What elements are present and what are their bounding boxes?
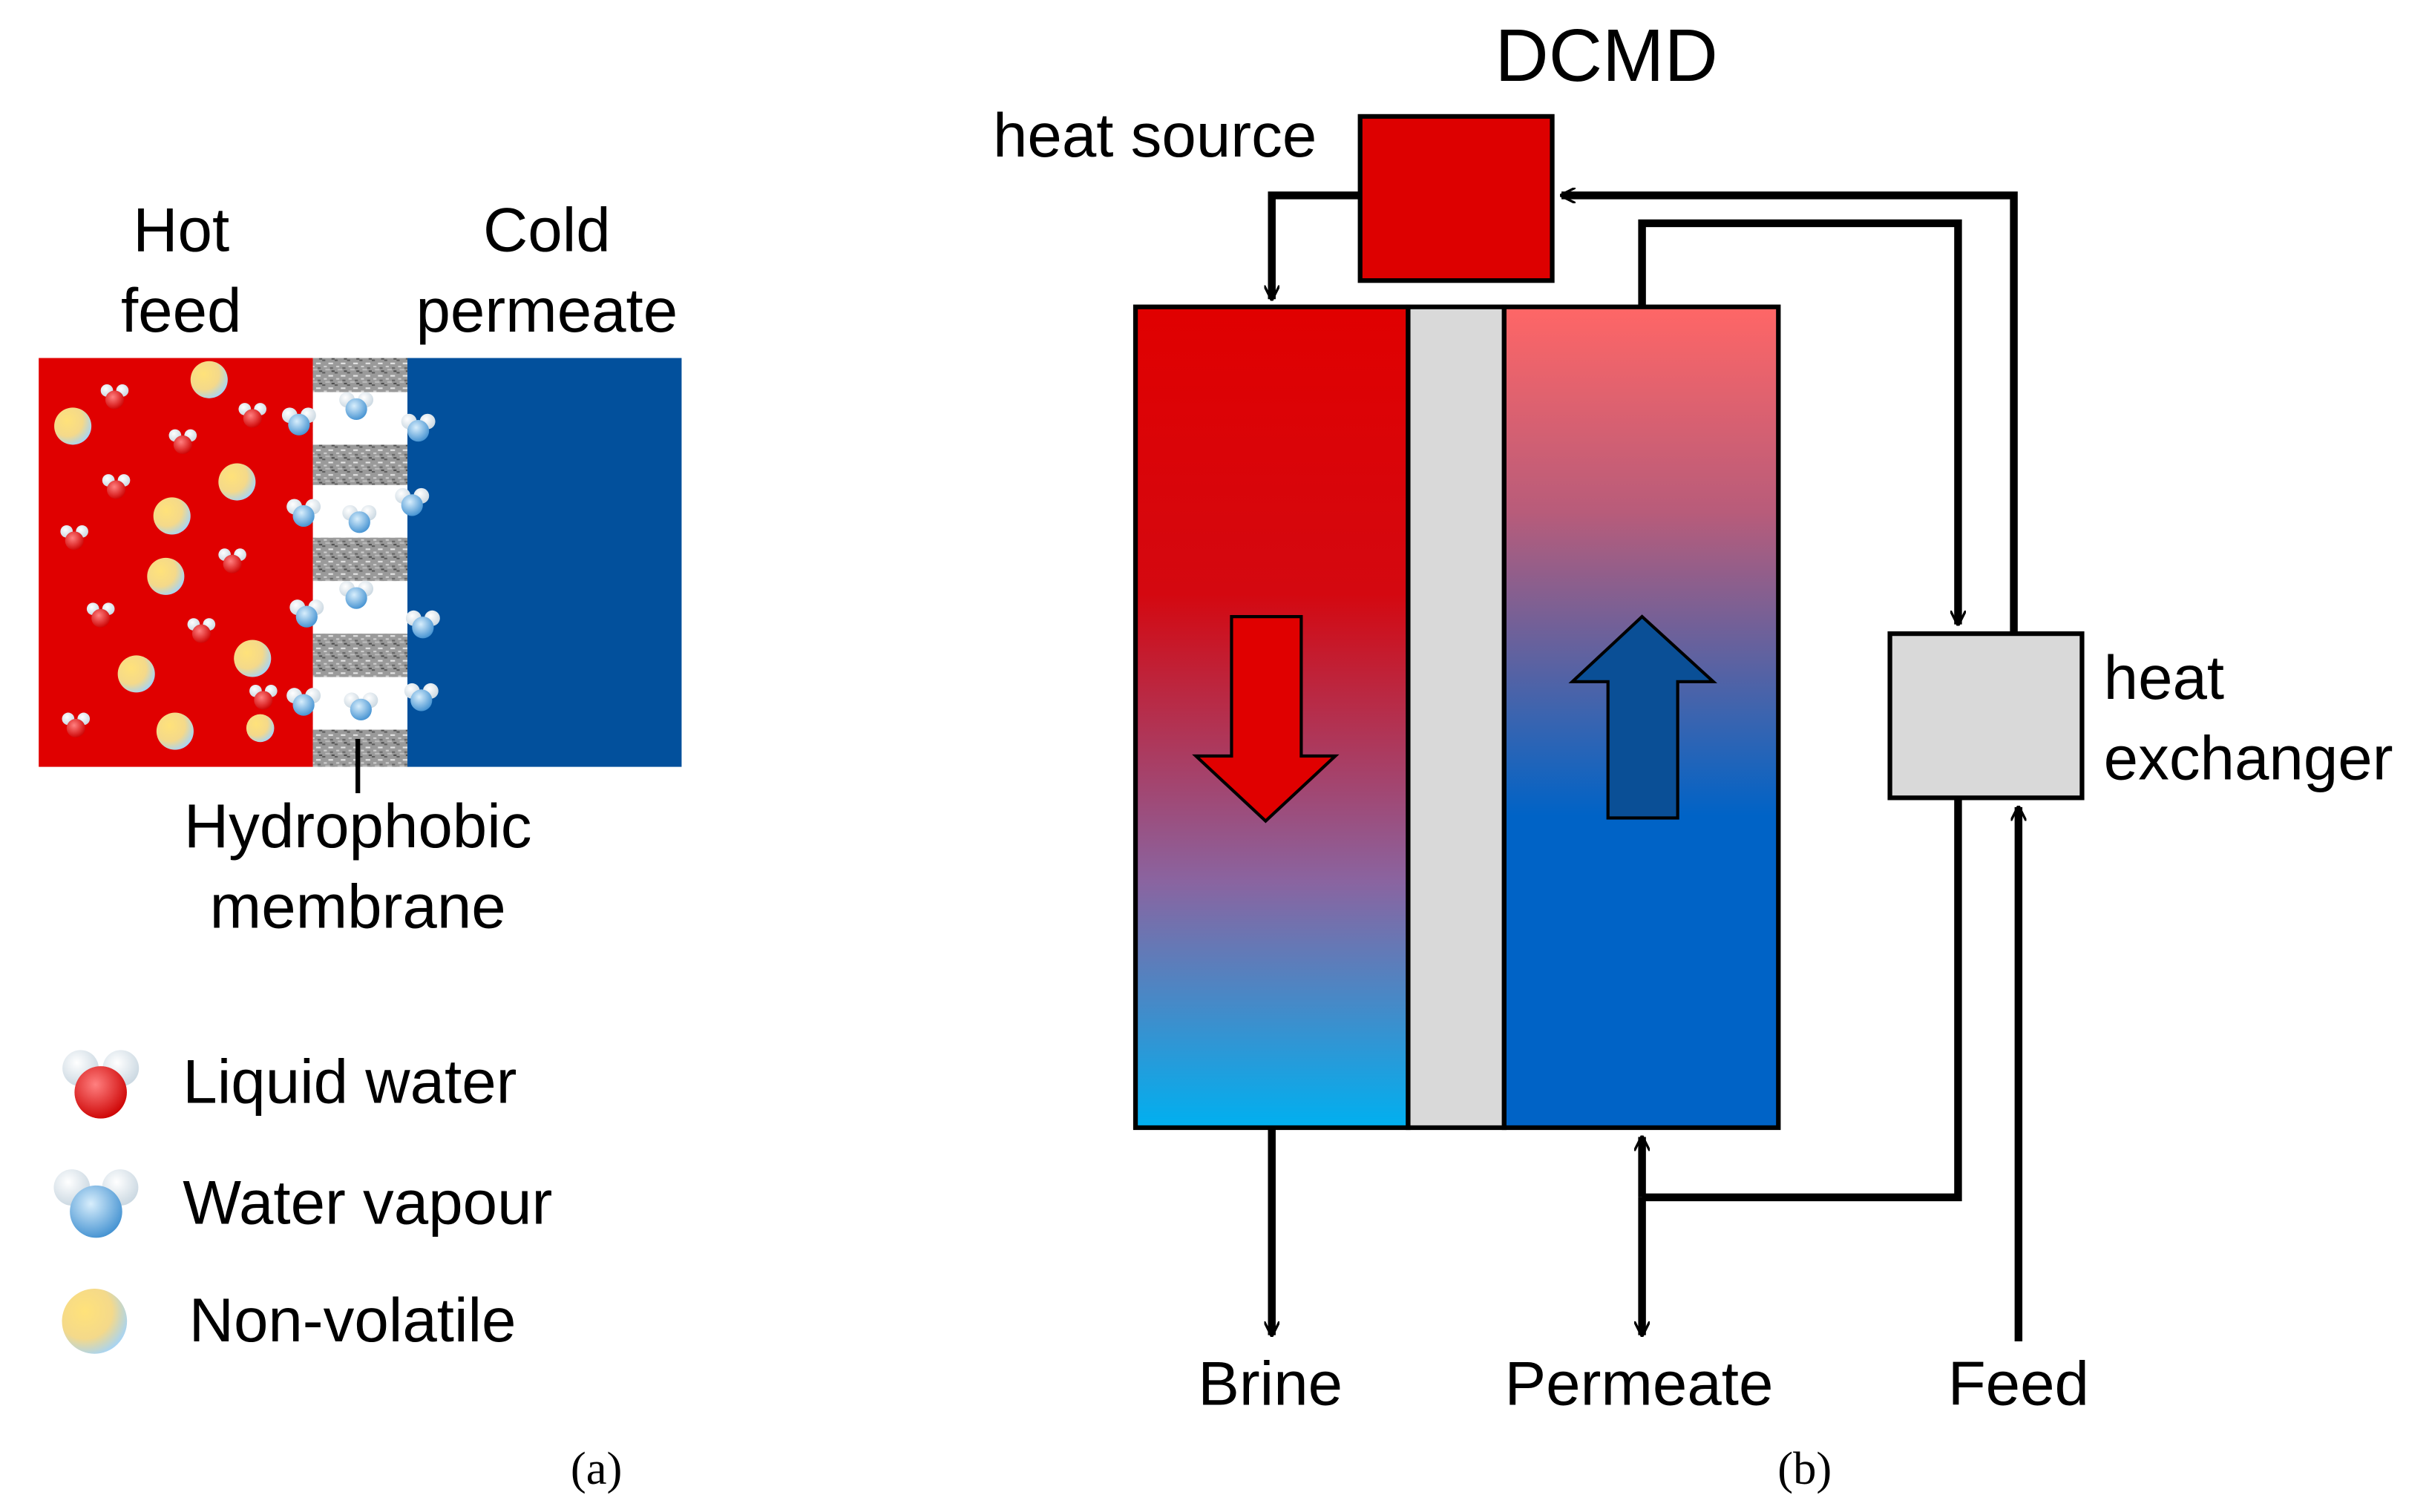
legend-label-water-vapour: Water vapour xyxy=(183,1167,552,1237)
dcmd-title: DCMD xyxy=(1495,14,1718,97)
membrane-label-line2: membrane xyxy=(210,872,506,941)
heat-exchanger-label-line1: heat xyxy=(2104,642,2225,712)
hot-feed-label-line2: feed xyxy=(121,275,242,345)
membrane-label-line1: Hydrophobic xyxy=(184,791,532,861)
non-volatile-particles xyxy=(54,361,275,750)
legend: Liquid water Water vapour Non-volatile xyxy=(53,1047,552,1355)
panel-b: DCMD heat source heat exchanger xyxy=(993,14,2393,1494)
piping xyxy=(1272,191,2019,1342)
cold-permeate-region xyxy=(407,358,682,767)
legend-label-non-volatile: Non-volatile xyxy=(189,1285,517,1355)
cold-permeate-label-line1: Cold xyxy=(483,195,611,265)
cold-permeate-label-line2: permeate xyxy=(416,275,678,345)
output-label-permeate: Permeate xyxy=(1504,1349,1773,1419)
heat-exchanger-label-line2: exchanger xyxy=(2104,723,2393,792)
membrane-layer xyxy=(1406,304,1507,1131)
pipe-permeate-to-exchanger xyxy=(1638,219,1958,625)
output-label-brine: Brine xyxy=(1198,1349,1343,1419)
liquid-water-molecule-icon xyxy=(62,1050,140,1119)
non-volatile-particle-icon xyxy=(62,1289,128,1354)
hot-feed-label-line1: Hot xyxy=(133,195,229,265)
panel-a: Hot feed Cold permeate xyxy=(39,195,682,1494)
heat-source-box xyxy=(1357,114,1555,283)
cold-flow-up-arrow-icon xyxy=(1568,614,1718,820)
pipe-heat-source-to-module xyxy=(1272,191,1360,299)
caption-a: (a) xyxy=(571,1442,623,1494)
heat-exchanger-box xyxy=(1887,631,2085,801)
hot-flow-down-arrow-icon xyxy=(1192,615,1340,824)
legend-label-liquid-water: Liquid water xyxy=(183,1047,517,1117)
output-label-feed: Feed xyxy=(1948,1349,2089,1419)
water-vapour-molecule-icon xyxy=(53,1169,139,1238)
heat-source-label: heat source xyxy=(993,100,1317,170)
pipe-exchanger-to-heat-source xyxy=(1561,195,2018,634)
pipe-exchanger-to-permeate xyxy=(1642,798,1962,1202)
caption-b: (b) xyxy=(1777,1442,1832,1494)
